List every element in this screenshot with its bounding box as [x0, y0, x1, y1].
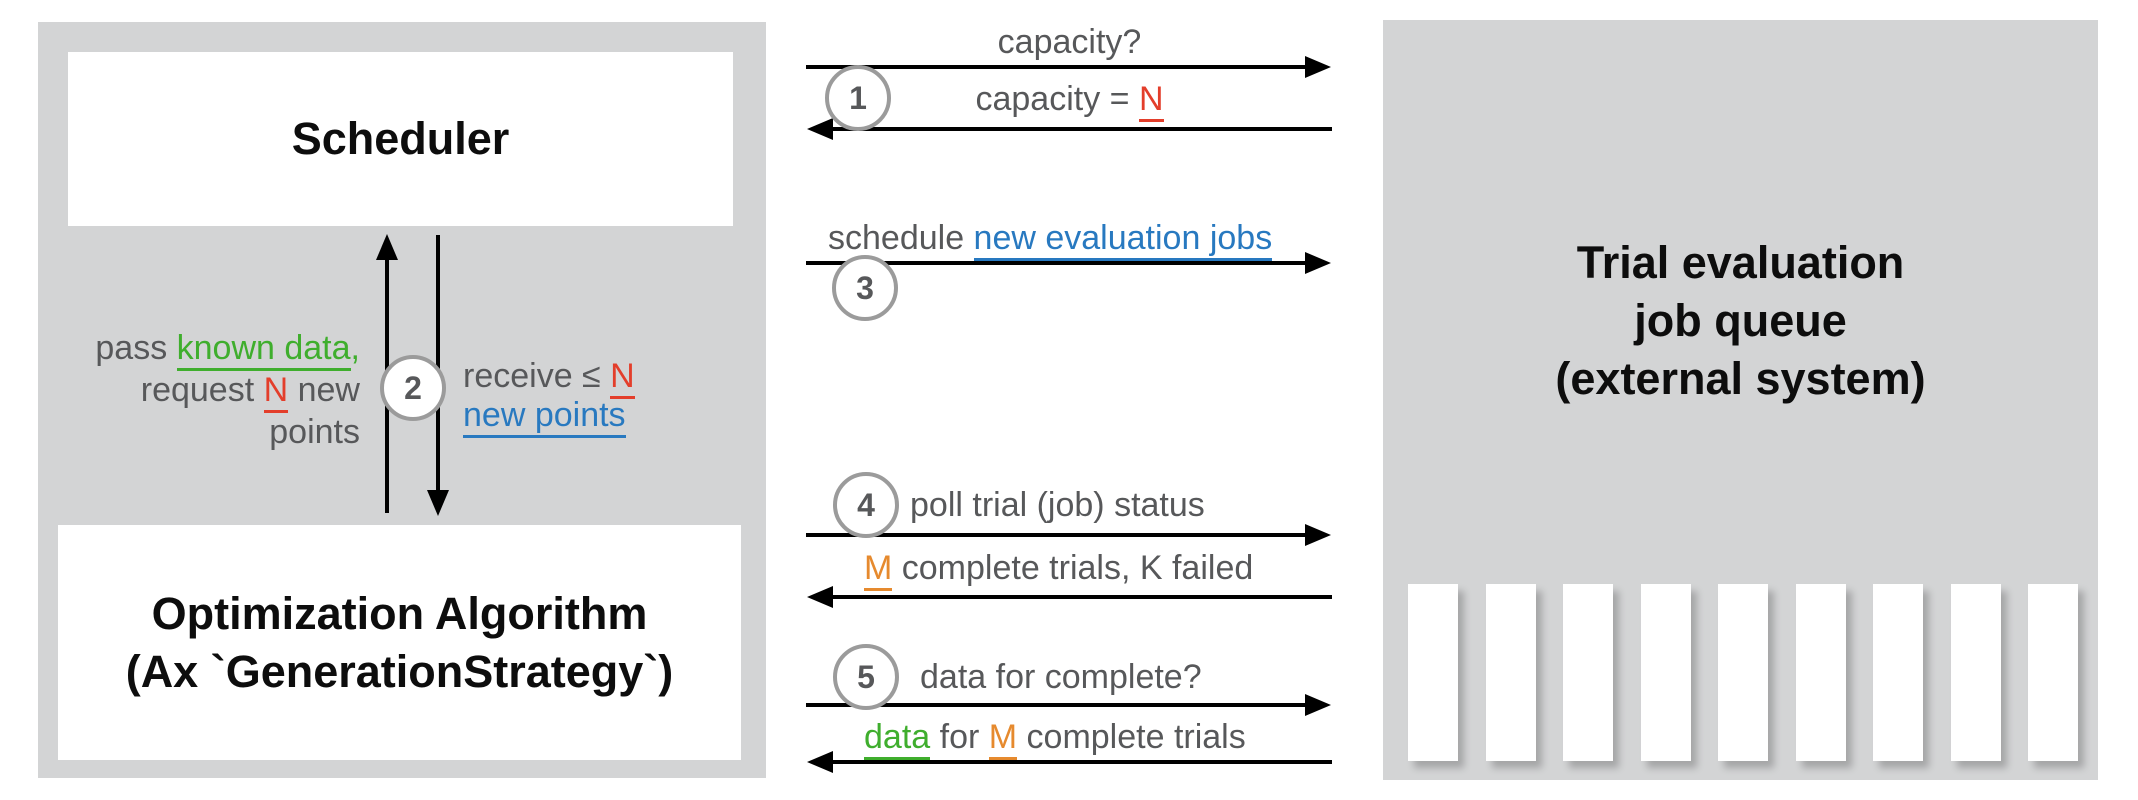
schedule-jobs-label: schedule new evaluation jobs — [828, 218, 1273, 261]
step-number-4: 4 — [857, 486, 875, 523]
receive-prefix: receive ≤ — [463, 357, 611, 395]
queue-slot — [1640, 584, 1691, 761]
arrow-data-response — [807, 751, 1332, 773]
step-number-2: 2 — [404, 369, 422, 406]
arrow-data-request — [806, 694, 1331, 716]
request-prefix: request — [140, 371, 264, 409]
arrow-poll-status — [806, 524, 1331, 546]
for-text: for — [930, 718, 989, 756]
queue-slot — [1950, 584, 2001, 761]
known-data-text: known data — [176, 329, 351, 371]
optimization-algorithm-box: Optimization Algorithm (Ax `GenerationSt… — [58, 525, 741, 760]
scheduler-title: Scheduler — [291, 113, 510, 164]
new-points-text: new points — [463, 396, 626, 438]
step-circle-3: 3 — [832, 255, 898, 321]
capacity-response-prefix: capacity = — [975, 80, 1139, 118]
step-circle-4: 4 — [833, 472, 899, 538]
queue-slot — [1873, 584, 1923, 761]
step-circle-2: 2 — [380, 355, 446, 421]
capacity-response-label: capacity = N — [807, 79, 1332, 122]
arrow-trials-status — [807, 586, 1332, 608]
step-circle-5: 5 — [833, 644, 899, 710]
data-rest: complete trials — [1017, 718, 1246, 756]
arrow-new-points-down — [427, 235, 449, 516]
queue-slot — [1408, 584, 1458, 761]
complete-rest: complete trials, K failed — [892, 549, 1254, 587]
pass-known-data-label: pass known data, request N new points — [40, 327, 360, 453]
step-number-5: 5 — [857, 658, 875, 695]
optimization-title-line1: Optimization Algorithm — [151, 587, 648, 639]
capacity-n: N — [1138, 80, 1164, 122]
points-text: points — [269, 413, 360, 451]
capacity-request-label: capacity? — [997, 23, 1142, 61]
queue-slots — [1408, 584, 2078, 761]
data-response-label: data for M complete trials — [864, 717, 1246, 760]
receive-points-label: receive ≤ N new points — [463, 357, 635, 438]
queue-slot — [1718, 584, 1768, 761]
optimization-title: Optimization Algorithm (Ax `GenerationSt… — [126, 585, 674, 701]
queue-title-line2: job queue — [1634, 295, 1847, 346]
request-n: N — [263, 371, 289, 413]
queue-title-line3: (external system) — [1555, 353, 1926, 404]
queue-slot — [1485, 584, 1536, 761]
step-circle-1: 1 — [825, 65, 891, 131]
new-evaluation-jobs-text: new evaluation jobs — [973, 219, 1273, 261]
receive-n: N — [610, 357, 635, 399]
arrow-capacity-request — [806, 56, 1331, 78]
queue-title-line1: Trial evaluation — [1576, 237, 1905, 288]
poll-status-label: poll trial (job) status — [910, 486, 1205, 524]
queue-slot — [1563, 584, 1613, 761]
data-text: data — [864, 718, 931, 760]
complete-m: M — [864, 549, 893, 591]
optimization-title-line2: (Ax `GenerationStrategy`) — [125, 645, 674, 697]
data-m: M — [988, 718, 1018, 760]
scheduler-box: Scheduler — [68, 52, 733, 226]
step-number-1: 1 — [849, 79, 867, 116]
pass-comma: , — [350, 329, 360, 367]
arrow-capacity-response — [807, 118, 1332, 140]
queue-title: Trial evaluation job queue (external sys… — [1383, 234, 2098, 408]
trials-status-label: M complete trials, K failed — [864, 548, 1254, 591]
data-request-label: data for complete? — [920, 658, 1202, 696]
queue-slot — [2028, 584, 2078, 761]
pass-prefix: pass — [95, 329, 177, 367]
request-suffix: new — [288, 371, 360, 409]
queue-slot — [1795, 584, 1846, 761]
schedule-prefix: schedule — [828, 219, 974, 257]
step-number-3: 3 — [856, 269, 874, 306]
arrow-schedule-jobs — [806, 252, 1331, 274]
